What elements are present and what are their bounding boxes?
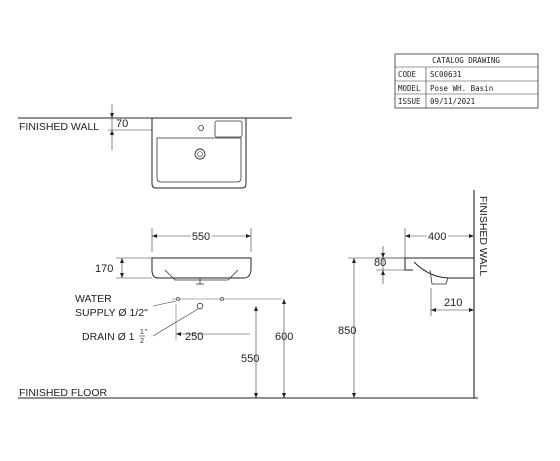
basin-side-drain: [429, 269, 449, 285]
finished-wall-label: FINISHED WALL: [19, 121, 99, 133]
water-supply-label-1: WATER: [75, 293, 112, 305]
dim-drain-projection: 210: [444, 297, 462, 309]
dim-rim-offset: 80: [374, 257, 386, 269]
drain-point: [196, 302, 204, 310]
drain-fraction-numerator: 1: [140, 329, 144, 336]
model-key: MODEL: [398, 84, 421, 93]
dim-width: 550: [192, 231, 210, 243]
tap-deck: [214, 120, 243, 138]
dim-supply-height: 600: [275, 331, 293, 343]
drain-label: DRAIN Ø 1: [82, 331, 135, 343]
basin-plan-bowl: [156, 137, 242, 183]
dim-height: 170: [95, 263, 113, 275]
issue-key: ISSUE: [398, 97, 421, 106]
finished-wall-vertical-label: FINISHED WALL: [477, 196, 489, 276]
code-key: CODE: [398, 70, 417, 79]
tap-hole: [198, 125, 204, 131]
drain-fraction-mark: ": [145, 329, 148, 336]
basin-plan-outline: [151, 118, 247, 189]
dim-drain-height: 550: [241, 353, 259, 365]
code-value: SC00631: [430, 70, 462, 79]
basin-front-bowl: [164, 269, 239, 281]
title-block-header: CATALOG DRAWING: [432, 56, 500, 65]
model-value: Pose WH. Basin: [430, 84, 493, 93]
dim-top-offset: 70: [116, 118, 128, 130]
basin-front-outline: [151, 257, 252, 279]
drain-fraction-denominator: 2: [140, 338, 144, 345]
title-block: CATALOG DRAWING CODE SC00631 MODEL Pose …: [394, 53, 539, 109]
dim-supply-drain-gap: 250: [185, 331, 203, 343]
drain-hole: [194, 148, 206, 160]
side-elevation: FINISHED WALL 400 80 210 850: [338, 190, 489, 398]
front-elevation: 550 170 WATER SUPPLY Ø 1/2" DRAIN Ø 1 1 …: [75, 228, 293, 398]
basin-side-outline: [404, 257, 474, 271]
dim-rim-height: 850: [338, 325, 356, 337]
water-supply-label-2: SUPPLY Ø 1/2": [75, 307, 148, 319]
finished-floor-label: FINISHED FLOOR: [19, 387, 108, 399]
plan-view: FINISHED WALL 70: [18, 104, 292, 189]
dim-depth: 400: [428, 231, 446, 243]
issue-value: 09/11/2021: [430, 97, 475, 106]
